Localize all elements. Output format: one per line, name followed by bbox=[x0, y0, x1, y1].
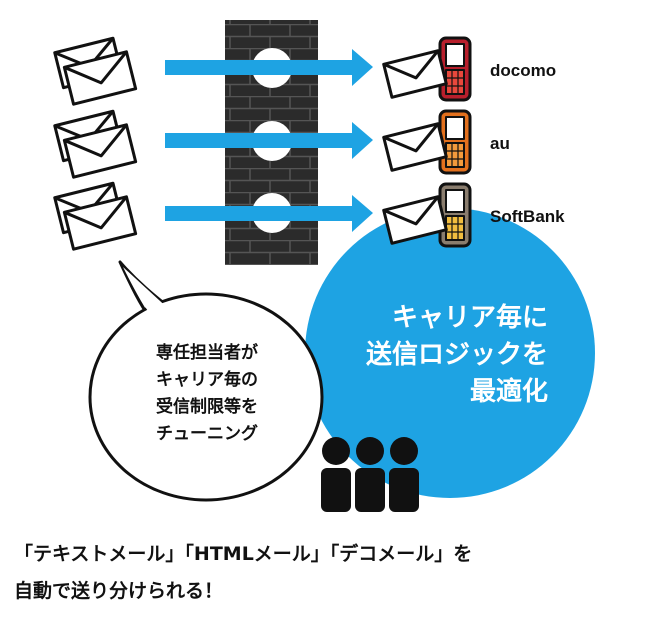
caption-line1: 「テキストメール」「HTMLメール」「デコメール」を bbox=[14, 543, 473, 565]
caption-line2: 自動で送り分けられる！ bbox=[14, 580, 224, 602]
bubble-text-line1: 専任担当者が bbox=[156, 343, 258, 363]
arrow-row-2 bbox=[165, 122, 373, 159]
envelope-icon bbox=[382, 49, 448, 245]
circle-text: キャリア毎に 送信ロジックを 最適化 bbox=[366, 300, 548, 411]
optimization-circle bbox=[305, 208, 595, 498]
arrow-row-3 bbox=[165, 195, 373, 232]
bubble-text: 専任担当者が キャリア毎の 受信制限等を チューニング bbox=[140, 340, 274, 448]
mobile-phone-icon bbox=[438, 36, 472, 248]
speech-bubble-icon bbox=[88, 260, 324, 502]
bubble-text-line2: キャリア毎の bbox=[156, 370, 258, 390]
carrier-label-au: au bbox=[490, 134, 510, 153]
arrow-row-1 bbox=[165, 49, 373, 86]
circle-text-line2: 送信ロジックを bbox=[365, 340, 548, 370]
people-icon bbox=[321, 437, 419, 512]
circle-text-line3: 最適化 bbox=[469, 377, 548, 407]
envelope-icon bbox=[53, 36, 138, 251]
carrier-label-docomo: docomo bbox=[490, 61, 557, 80]
bubble-text-line4: チューニング bbox=[156, 424, 258, 444]
bubble-text-line3: 受信制限等を bbox=[156, 397, 258, 417]
carrier-label-softbank: SoftBank bbox=[490, 207, 565, 226]
circle-text-line1: キャリア毎に bbox=[391, 303, 548, 333]
arrows bbox=[165, 49, 373, 232]
